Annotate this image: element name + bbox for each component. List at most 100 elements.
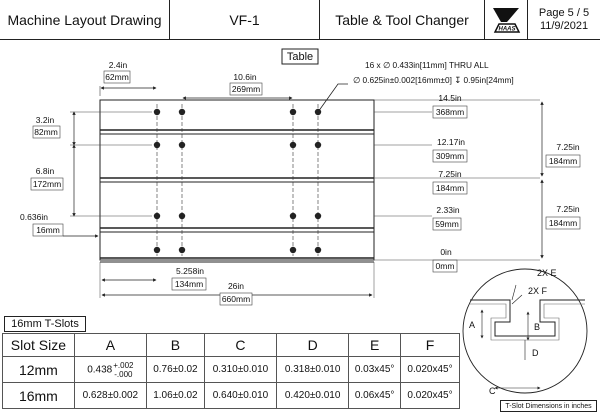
dim-7-25in-upper: 7.25in 184mm xyxy=(540,101,581,177)
hole xyxy=(314,212,322,220)
col-header: A xyxy=(73,333,147,357)
svg-text:0in: 0in xyxy=(440,247,452,257)
dim-7-25in-lower: 7.25in 184mm xyxy=(540,179,581,259)
cell-b: 1.06±0.02 xyxy=(145,382,205,409)
hole xyxy=(314,246,322,254)
dim-3-2in: 3.2in 82mm xyxy=(32,111,152,146)
svg-text:5.258in: 5.258in xyxy=(176,266,204,276)
dim-14-5in: 14.5in 368mm xyxy=(432,93,468,119)
dim-6-8in: 6.8in 172mm xyxy=(30,144,152,217)
hole xyxy=(178,246,186,254)
haas-logo-icon: HAAS xyxy=(493,7,521,33)
hole xyxy=(289,141,297,149)
hole xyxy=(178,212,186,220)
drawing-subject: Table & Tool Changer xyxy=(320,0,485,39)
dim-2-4in: 2.4in 62mm xyxy=(99,60,157,96)
svg-text:2.4in: 2.4in xyxy=(109,60,128,70)
svg-text:14.5in: 14.5in xyxy=(438,93,461,103)
svg-text:172mm: 172mm xyxy=(33,179,61,189)
svg-text:Table: Table xyxy=(287,51,313,63)
svg-text:16mm: 16mm xyxy=(36,225,60,235)
col-header: D xyxy=(276,333,350,357)
table-header-row: Slot Size A B C D E F xyxy=(2,333,460,357)
svg-text:16 x ∅ 0.433in[11mm] THRU ALL: 16 x ∅ 0.433in[11mm] THRU ALL xyxy=(365,60,489,70)
col-header: F xyxy=(400,333,460,357)
dim-26in: 26in 660mm xyxy=(101,262,375,306)
svg-text:10.6in: 10.6in xyxy=(233,72,256,82)
col-header: Slot Size xyxy=(2,333,75,357)
svg-text:59mm: 59mm xyxy=(435,219,459,229)
slot-letter-d: D xyxy=(532,348,539,358)
slot-letter-a: A xyxy=(469,320,475,330)
a-tolerance: +.002-.000 xyxy=(113,360,134,379)
hole xyxy=(153,141,161,149)
dim-2-33in: 2.33in 59mm xyxy=(432,205,462,231)
t-slot-spec-table: Slot Size A B C D E F 12mm 0.438+.002-.0… xyxy=(2,333,460,409)
dim-5-258in: 5.258in 134mm xyxy=(99,262,207,298)
cell-a: 0.628±0.002 xyxy=(73,382,147,409)
svg-text:0mm: 0mm xyxy=(436,261,455,271)
col-header: E xyxy=(348,333,402,357)
svg-text:∅ 0.625in±0.002[16mm±0] ↧ 0.95: ∅ 0.625in±0.002[16mm±0] ↧ 0.95in[24mm] xyxy=(353,75,514,85)
table-row: 12mm 0.438+.002-.000 0.76±0.02 0.310±0.0… xyxy=(2,356,460,383)
cell-e: 0.06x45° xyxy=(348,382,402,409)
dim-12-17in: 12.17in 309mm xyxy=(432,137,468,163)
hole xyxy=(153,246,161,254)
svg-text:134mm: 134mm xyxy=(175,279,203,289)
svg-text:3.2in: 3.2in xyxy=(36,115,55,125)
hole-centerlines xyxy=(156,104,319,256)
svg-text:0.636in: 0.636in xyxy=(20,212,48,222)
col-header: B xyxy=(145,333,205,357)
svg-text:368mm: 368mm xyxy=(436,107,464,117)
table-label: Table xyxy=(281,48,319,65)
svg-text:12.17in: 12.17in xyxy=(437,137,465,147)
row-slot-size: 16mm xyxy=(2,382,75,409)
dim-right-labels xyxy=(374,99,540,261)
revision-date: 11/9/2021 xyxy=(539,19,589,32)
hole xyxy=(314,141,322,149)
cell-b: 0.76±0.02 xyxy=(145,356,205,383)
row-slot-size: 12mm xyxy=(2,356,75,383)
t-slot-detail: 2X E 2X F A B D C xyxy=(462,268,588,396)
hole xyxy=(289,108,297,116)
cell-a: 0.438+.002-.000 xyxy=(73,356,147,383)
cell-d: 0.318±0.010 xyxy=(276,356,350,383)
svg-text:2.33in: 2.33in xyxy=(436,205,459,215)
svg-text:184mm: 184mm xyxy=(549,218,577,228)
title-block: Machine Layout Drawing VF-1 Table & Tool… xyxy=(0,0,600,40)
hole xyxy=(289,246,297,254)
hole xyxy=(153,108,161,116)
col-header: C xyxy=(203,333,278,357)
model-name: VF-1 xyxy=(170,0,320,39)
svg-text:7.25in: 7.25in xyxy=(438,169,461,179)
dim-10-6in: 10.6in 269mm xyxy=(182,72,293,100)
svg-text:6.8in: 6.8in xyxy=(36,166,55,176)
svg-text:62mm: 62mm xyxy=(105,72,129,82)
slot-letter-f: 2X F xyxy=(528,286,548,296)
svg-text:82mm: 82mm xyxy=(34,127,58,137)
page-number: Page 5 / 5 xyxy=(538,6,590,19)
logo-text: HAAS xyxy=(498,26,515,32)
page-info: Page 5 / 5 11/9/2021 xyxy=(528,0,600,39)
hole xyxy=(153,212,161,220)
cell-f: 0.020x45° xyxy=(400,356,460,383)
hole xyxy=(289,212,297,220)
hole-callout: 16 x ∅ 0.433in[11mm] THRU ALL ∅ 0.625in±… xyxy=(317,60,514,113)
cell-d: 0.420±0.010 xyxy=(276,382,350,409)
t-slot-section-label: 16mm T-Slots xyxy=(4,316,86,332)
svg-text:7.25in: 7.25in xyxy=(556,142,579,152)
svg-text:184mm: 184mm xyxy=(549,156,577,166)
svg-text:309mm: 309mm xyxy=(436,151,464,161)
dim-0in: 0in 0mm xyxy=(432,247,458,273)
slot-letter-c: C xyxy=(489,386,496,396)
table-row: 16mm 0.628±0.002 1.06±0.02 0.640±0.010 0… xyxy=(2,382,460,409)
svg-text:269mm: 269mm xyxy=(232,84,260,94)
dim-7-25in-center: 7.25in 184mm xyxy=(432,169,468,195)
svg-text:26in: 26in xyxy=(228,281,244,291)
cell-f: 0.020x45° xyxy=(400,382,460,409)
hole xyxy=(178,141,186,149)
table-outline xyxy=(99,99,375,263)
svg-text:7.25in: 7.25in xyxy=(556,204,579,214)
svg-text:660mm: 660mm xyxy=(222,294,250,304)
hole xyxy=(178,108,186,116)
